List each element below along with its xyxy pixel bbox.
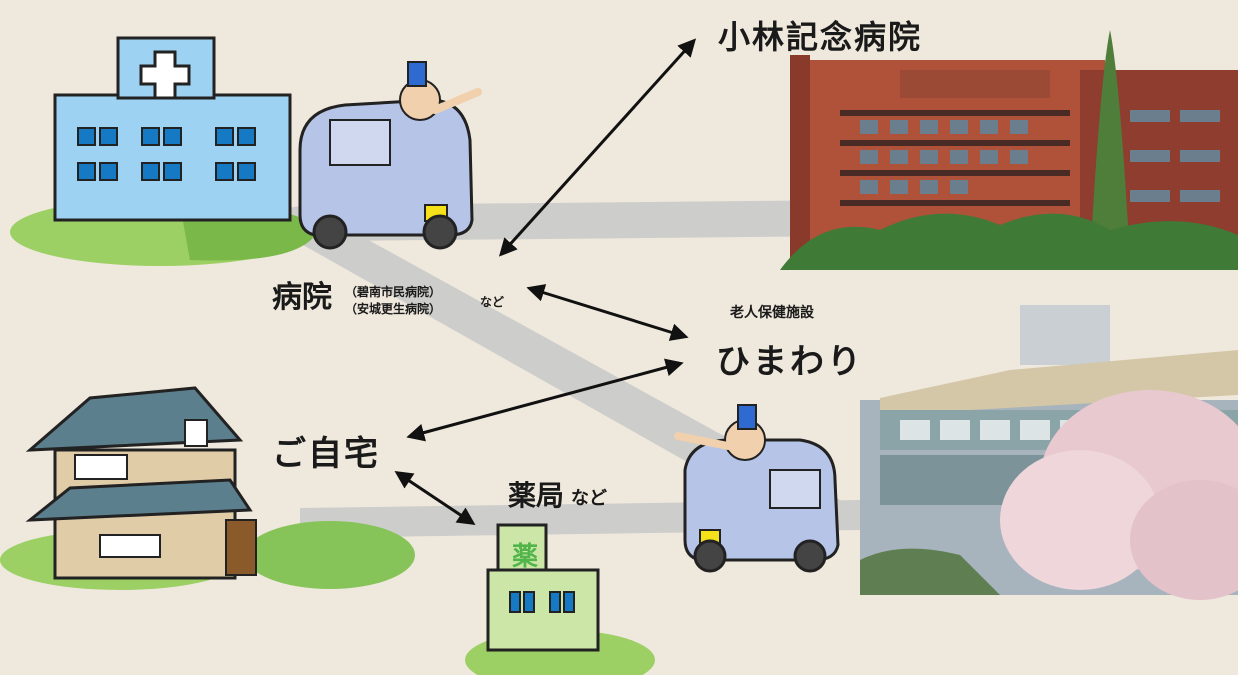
van-driver-illustration-1 — [298, 61, 482, 250]
arrow-home-himawari — [406, 358, 684, 442]
himawari-facility-photo — [860, 305, 1238, 600]
kobayashi-hospital-label: 小林記念病院 — [718, 18, 923, 56]
home-label: ご自宅 — [272, 434, 380, 474]
pharmacy-label: 薬局 — [508, 479, 565, 512]
kobayashi-hospital-photo — [780, 30, 1238, 270]
arrow-home-pharmacy — [394, 471, 476, 525]
arrow-hospital-kobayashi — [498, 38, 697, 257]
arrow-hospital-himawari — [526, 284, 689, 341]
pharmacy-sign: 薬 — [512, 542, 539, 572]
himawari-label: ひまわり — [716, 342, 864, 382]
hospital-sub-label-2: （安城更生病院） — [345, 302, 442, 316]
house-illustration — [0, 386, 415, 590]
van-driver-illustration-2 — [674, 404, 840, 573]
hospital-etc-label: など — [480, 295, 505, 309]
connection-arrows — [394, 38, 697, 525]
hospital-label: 病院 — [272, 280, 332, 315]
hospital-sub-labels: （碧南市民病院） （安城更生病院） — [345, 284, 441, 318]
facility-type-label: 老人保健施設 — [730, 305, 814, 321]
hospital-illustration — [10, 36, 320, 266]
pharmacy-etc-label: など — [571, 488, 607, 509]
pharmacy-illustration — [465, 523, 655, 675]
hospital-sub-label-1: （碧南市民病院） — [345, 285, 442, 299]
